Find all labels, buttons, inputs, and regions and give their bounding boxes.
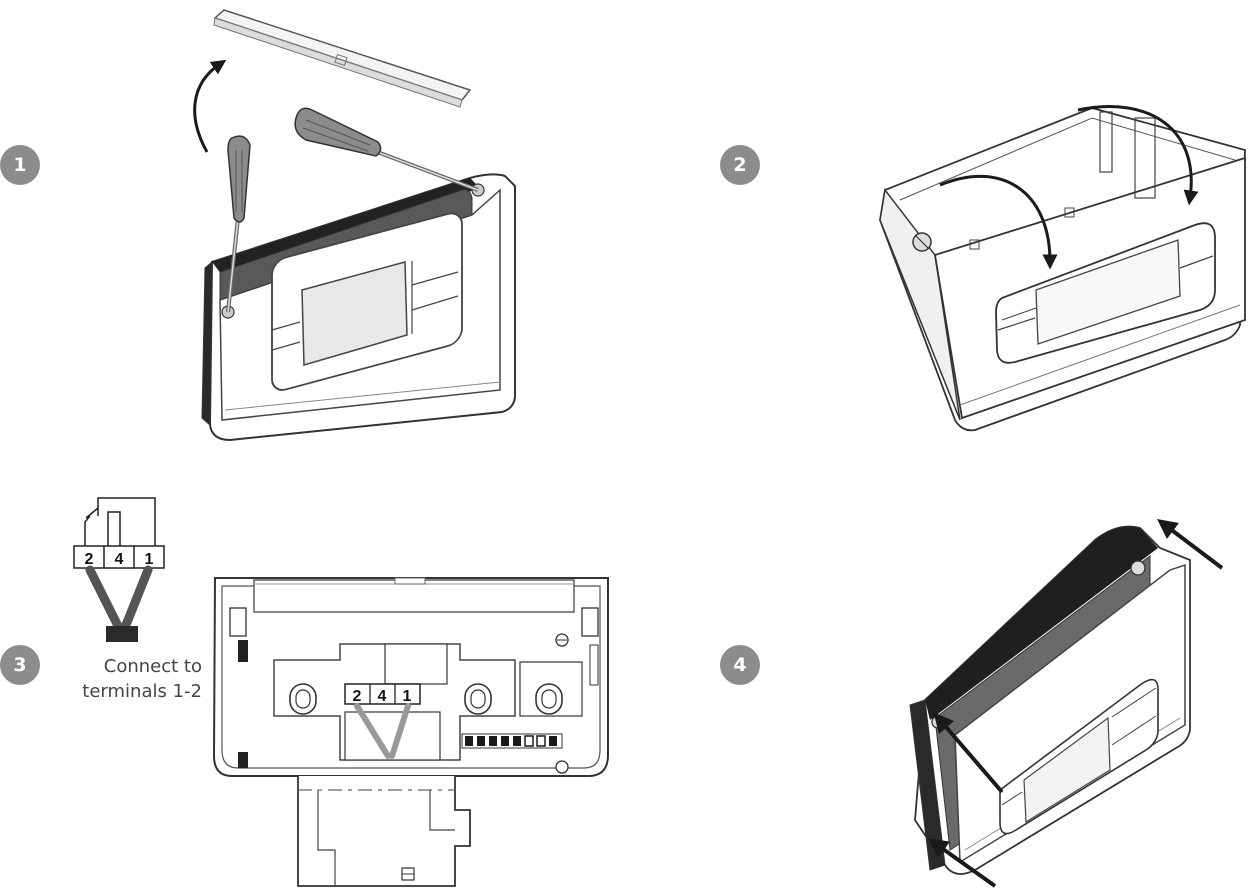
base-wire: [354, 703, 391, 759]
close-arrow-right: [1077, 105, 1199, 206]
caption-line: Connect to: [103, 656, 202, 677]
connector-strip: [461, 733, 563, 749]
cable: [106, 626, 138, 642]
push-arrow-top: [1157, 518, 1224, 570]
step-3-caption: Connect to terminals 1-2: [40, 654, 202, 704]
step-3-badge: 3: [0, 645, 40, 685]
thermostat-body-closing: [909, 525, 1191, 875]
caption-line: terminals 1-2: [82, 681, 202, 702]
wire: [119, 565, 153, 635]
step-3-wiring: 2 4 1: [73, 497, 609, 887]
thermostat-body-open: [201, 173, 516, 442]
front-cover-strip: [213, 9, 472, 108]
push-arrow-middle: [933, 712, 1004, 794]
step-1-illustration: [193, 9, 516, 442]
terminal-schematic: 2 4 1: [73, 497, 165, 642]
wire: [85, 565, 125, 635]
screwdriver-left: [226, 135, 251, 313]
base-terminal-label: 1: [403, 688, 412, 705]
close-arrow-left: [939, 174, 1058, 270]
terminal-label: 2: [85, 551, 94, 568]
step-2-badge: 2: [720, 145, 760, 185]
base-terminal-label: 2: [353, 688, 362, 705]
screwdriver-right: [294, 107, 479, 192]
terminal-label: 1: [145, 551, 154, 568]
lift-arrow: [193, 59, 227, 153]
thermostat-hinged-open: [879, 107, 1246, 432]
base-terminal-label: 4: [378, 688, 387, 705]
step-4-badge: 4: [720, 645, 760, 685]
step-4-illustration: [909, 518, 1224, 888]
push-arrow-bottom: [927, 838, 997, 888]
thermostat-base-plate: 2 4 1: [212, 577, 609, 887]
step-2-illustration: [879, 105, 1246, 432]
terminal-label: 4: [115, 551, 124, 568]
step-1-badge: 1: [0, 145, 40, 185]
base-wire: [389, 703, 411, 759]
